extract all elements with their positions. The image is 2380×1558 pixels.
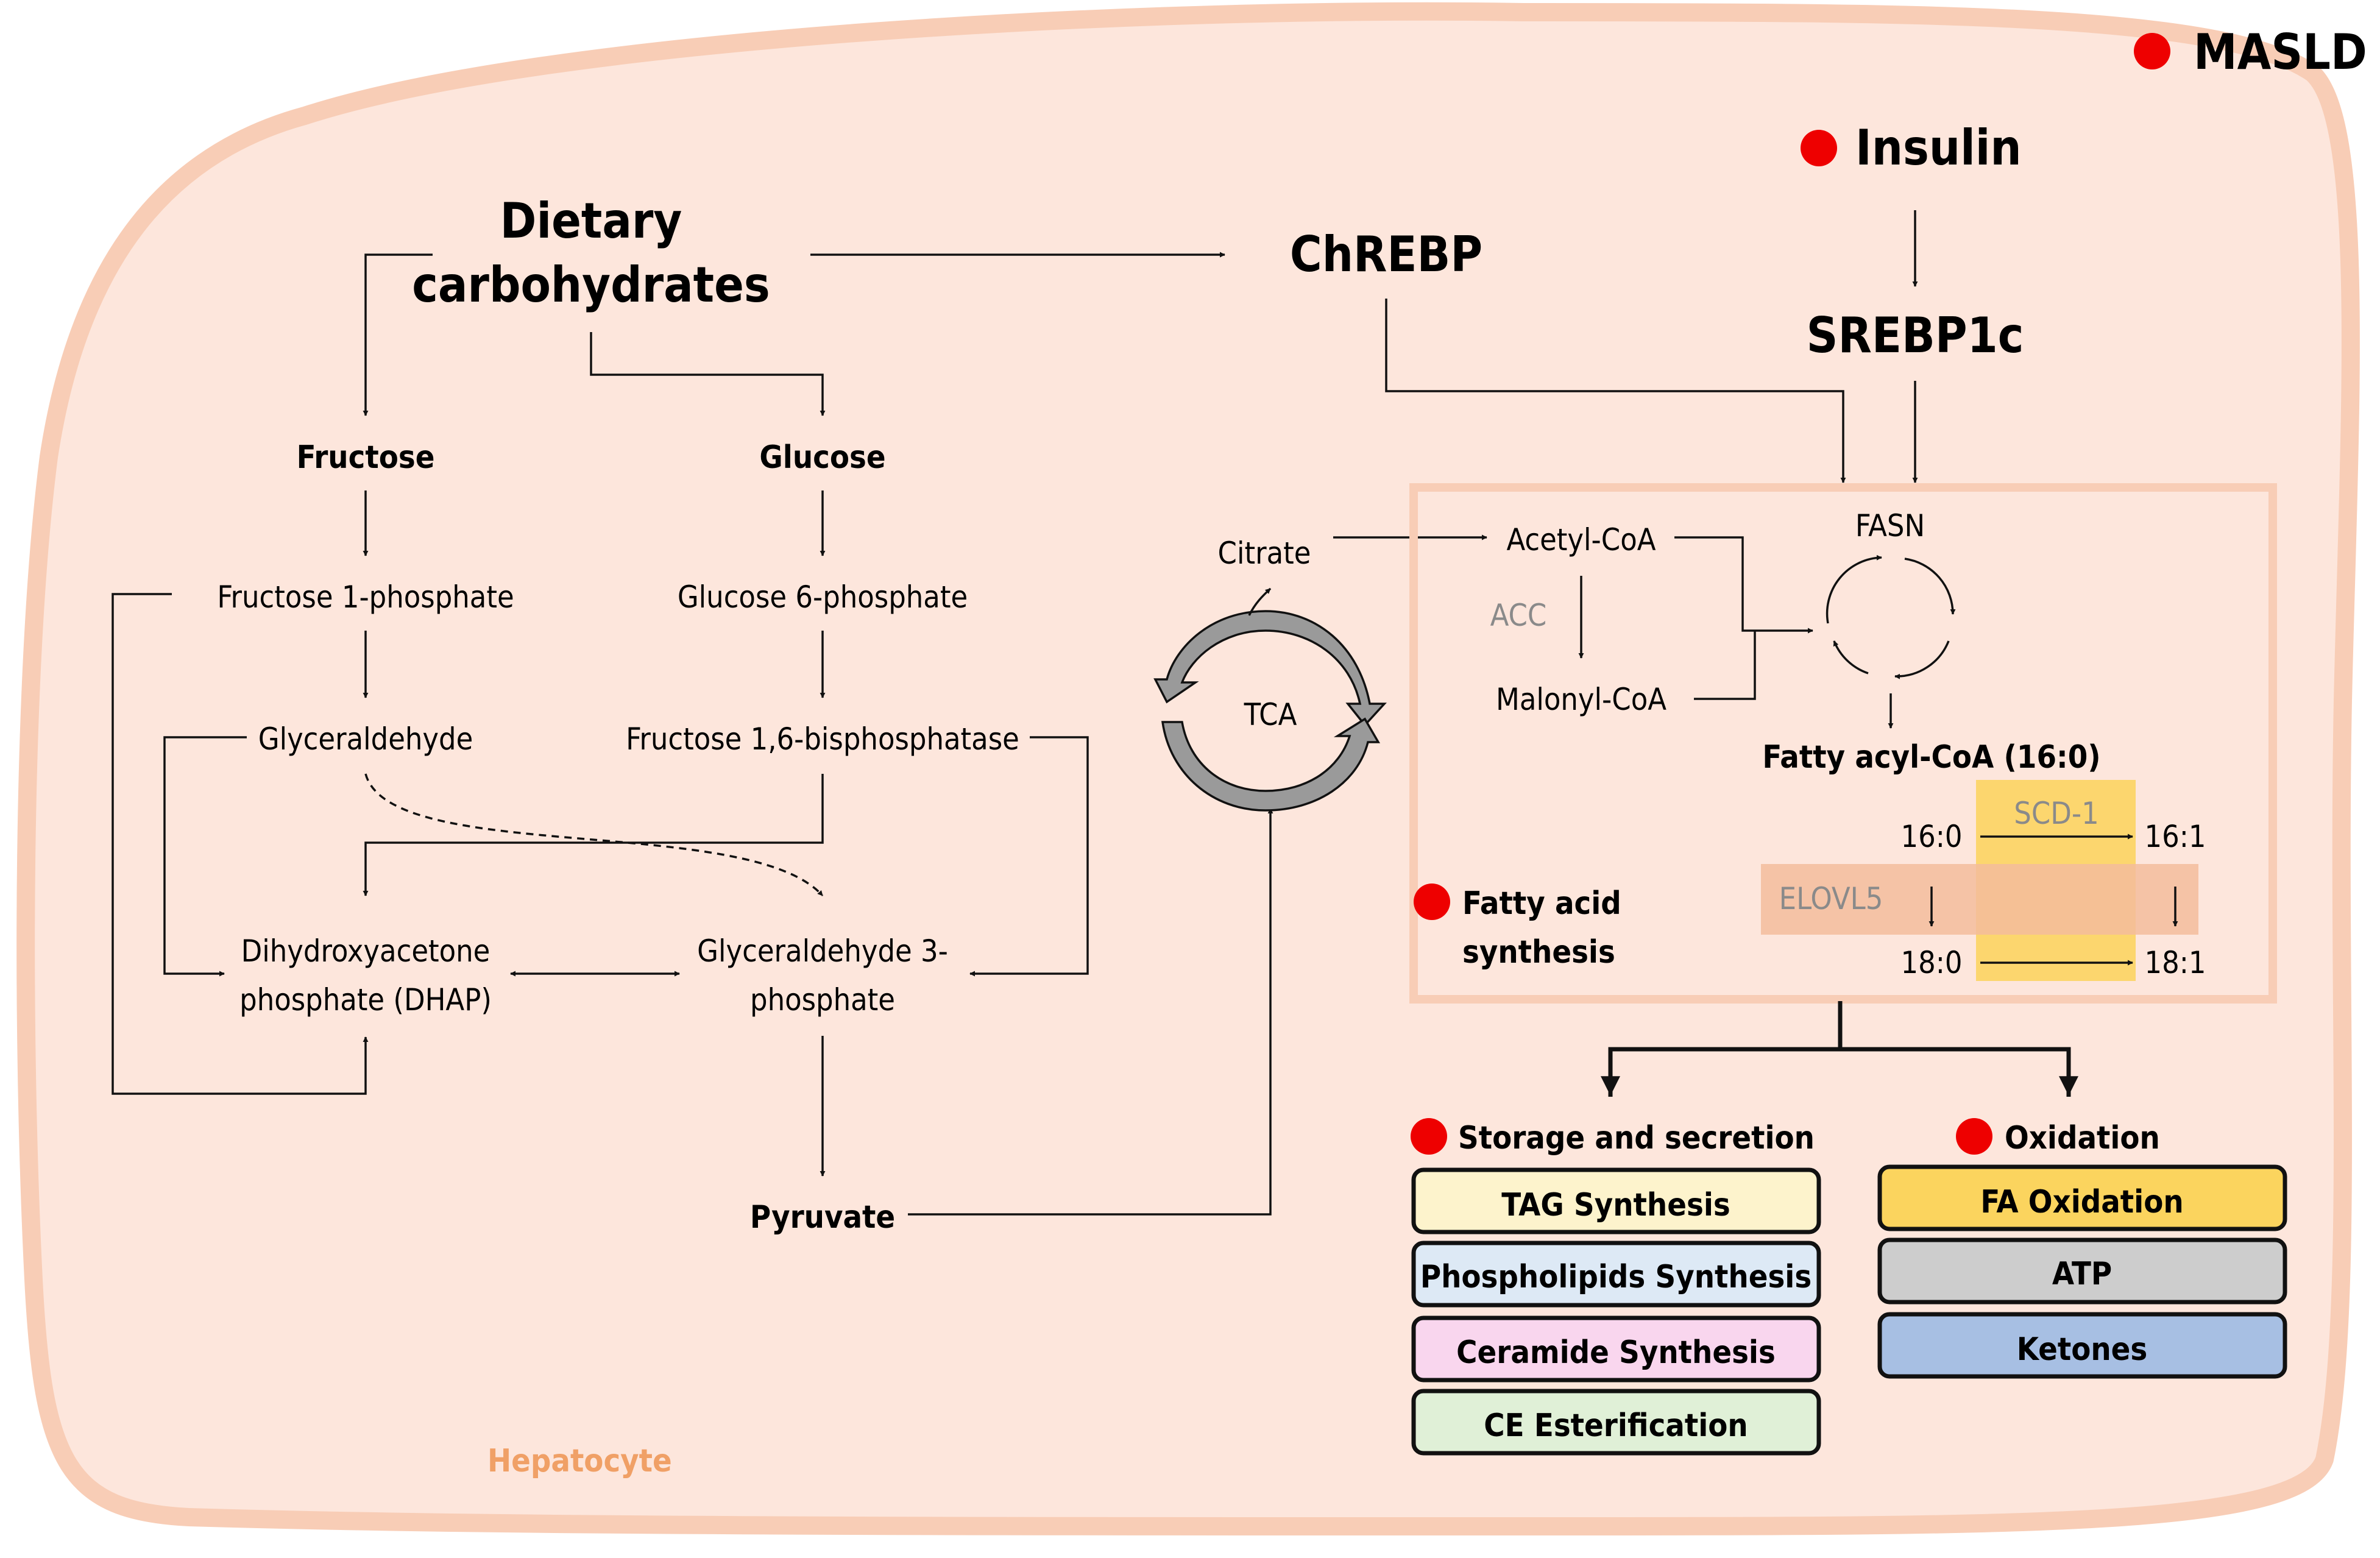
storage-masld-marker: [1411, 1118, 1447, 1155]
g3p-line2: phosphate: [750, 982, 895, 1018]
elovl5-highlight: [1761, 864, 2198, 935]
phospholipids-synthesis-box: [1411, 1241, 1821, 1308]
tca-label: TCA: [1244, 697, 1297, 732]
elongation-desaturation-arrows: [1928, 834, 2178, 966]
acc-enzyme: ACC: [1490, 598, 1547, 633]
acetyl-to-fasn-arrow: [1674, 536, 1813, 634]
insulin-masld-marker: [1801, 130, 1837, 166]
fructose-1-phosphate-node: Fructose 1-phosphate: [217, 579, 514, 615]
fa-16-0: 16:0: [1900, 819, 1962, 854]
srebp1c-node: SREBP1c: [1807, 307, 2024, 364]
atp-label: ATP: [2052, 1256, 2112, 1292]
g3p-line1: Glyceraldehyde 3-: [697, 933, 948, 969]
glucose-6-phosphate-node: Glucose 6-phosphate: [678, 579, 968, 615]
oxidation-boxes: FA Oxidation ATP Ketones: [1877, 1164, 2287, 1379]
ketones-box: [1877, 1312, 2287, 1379]
fa-oxidation-box: [1877, 1164, 2287, 1231]
pyruvate-node: Pyruvate: [750, 1199, 895, 1236]
acetyl-coa-node: Acetyl-CoA: [1507, 522, 1656, 558]
fa-18-1: 18:1: [2144, 945, 2206, 980]
masld-legend-marker: [2134, 33, 2170, 69]
glyceraldehyde-node: Glyceraldehyde: [258, 721, 473, 757]
fasn-enzyme: FASN: [1855, 508, 1925, 544]
fructose-16-bisphosphatase-node: Fructose 1,6-bisphosphatase: [626, 721, 1019, 757]
dietary-carbohydrates-line1: Dietary: [500, 193, 682, 249]
signal-arrows: [1385, 210, 1918, 483]
fatty-acid-synthesis-label-line2: synthesis: [1462, 934, 1615, 971]
fructose-node: Fructose: [297, 439, 435, 476]
tag-synthesis-box: [1411, 1167, 1821, 1234]
dietary-carbohydrates-line2: carbohydrates: [412, 257, 770, 313]
masld-legend-label: MASLD: [2194, 24, 2367, 80]
dhap-line2: phosphate (DHAP): [239, 982, 492, 1018]
ceramide-synthesis-box: [1411, 1315, 1821, 1383]
oxidation-title: Oxidation: [2005, 1120, 2160, 1156]
fatty-acyl-coa-node: Fatty acyl-CoA (16:0): [1762, 739, 2100, 776]
fatty-acid-synthesis-label-line1: Fatty acid: [1462, 885, 1621, 922]
ketones-label: Ketones: [2017, 1331, 2148, 1368]
glucose-node: Glucose: [759, 439, 885, 476]
ce-esterification-label: CE Esterification: [1484, 1408, 1748, 1444]
fa-oxidation-label: FA Oxidation: [1980, 1184, 2183, 1220]
malonyl-coa-node: Malonyl-CoA: [1496, 682, 1666, 717]
tag-synthesis-label: TAG Synthesis: [1501, 1187, 1730, 1223]
fas-masld-marker: [1414, 883, 1450, 920]
elovl5-enzyme: ELOVL5: [1779, 881, 1883, 916]
chrebp-node: ChREBP: [1290, 226, 1482, 283]
phospholipids-synthesis-label: Phospholipids Synthesis: [1420, 1259, 1812, 1295]
storage-boxes: TAG Synthesis Phospholipids Synthesis Ce…: [1411, 1167, 1821, 1456]
insulin-node: Insulin: [1855, 119, 2022, 176]
left-pathway-arrows: [112, 252, 1273, 1216]
scd1-enzyme: SCD-1: [2014, 796, 2098, 831]
malonyl-to-fasn-line: [1694, 631, 1756, 700]
dhap-line1: Dihydroxyacetone: [241, 933, 491, 969]
ce-esterification-box: [1411, 1389, 1821, 1456]
fa-18-0: 18:0: [1900, 945, 1962, 980]
citrate-node: Citrate: [1218, 536, 1311, 571]
fasn-cycle-icon: [1826, 554, 1956, 729]
output-branch-arrows: [1601, 1001, 2078, 1097]
oxidation-masld-marker: [1956, 1118, 1992, 1155]
tca-cycle-icon: TCA: [1153, 587, 1387, 812]
hepatocyte-label: Hepatocyte: [487, 1443, 672, 1479]
atp-box: [1877, 1238, 2287, 1305]
ceramide-synthesis-label: Ceramide Synthesis: [1456, 1334, 1776, 1371]
fa-16-1: 16:1: [2144, 819, 2206, 854]
fatty-acid-synthesis-panel: [1409, 483, 2277, 1004]
storage-and-secretion-title: Storage and secretion: [1458, 1120, 1815, 1156]
